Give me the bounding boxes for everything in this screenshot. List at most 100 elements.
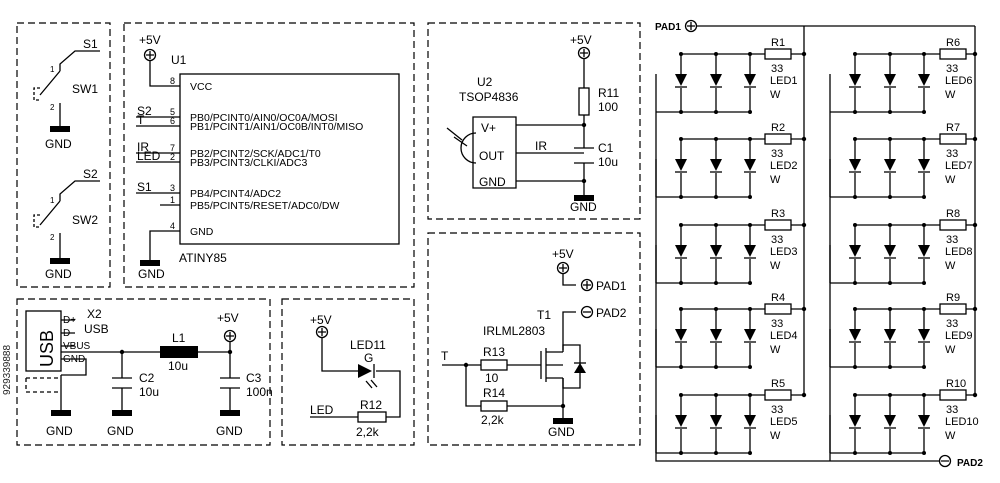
led-junction <box>679 137 683 141</box>
led-symbol <box>744 159 756 171</box>
led-junction <box>922 137 926 141</box>
sw1-pin1: 1 <box>50 65 55 74</box>
led-junction <box>853 281 857 285</box>
led-resistor <box>764 389 792 401</box>
led-ref: LED6 <box>945 75 973 87</box>
led-resistor-value: 33 <box>771 148 783 160</box>
led-symbol <box>849 74 861 86</box>
led-resistor <box>939 303 967 315</box>
led-resistor-ref: R10 <box>946 378 966 390</box>
led-junction <box>679 451 683 455</box>
mcu-pin-number: 6 <box>170 116 175 126</box>
led-symbol <box>675 74 687 86</box>
mcu-block: +5V U1 ATINY85 GND <box>136 33 400 281</box>
led-junction <box>748 137 752 141</box>
r11-value: 100 <box>598 100 618 114</box>
led-resistor-ref: R6 <box>946 37 960 49</box>
sw1-gnd: GND <box>45 137 72 151</box>
led-ref: LED5 <box>770 416 798 428</box>
led-symbol <box>918 329 930 341</box>
driver-pad1: PAD1 <box>596 279 627 293</box>
led-junction <box>853 307 857 311</box>
ir-ref: U2 <box>477 75 493 89</box>
led-ref: LED1 <box>770 75 798 87</box>
mcu-pin-number: 5 <box>170 107 175 117</box>
led-junction <box>922 281 926 285</box>
led-resistor-value: 33 <box>946 148 958 160</box>
led-symbol <box>884 415 896 427</box>
led-resistor-value: 33 <box>771 63 783 75</box>
sw2-net: S2 <box>83 167 98 181</box>
r11-body <box>578 87 590 116</box>
r13-value: 10 <box>485 371 499 385</box>
led-junction <box>922 307 926 311</box>
switch-sw2: S2 SW2 1 2 GND <box>33 167 100 281</box>
led-junction <box>853 223 857 227</box>
led-junction <box>853 52 857 56</box>
led-junction <box>679 307 683 311</box>
usb-pin-dplus: D+ <box>63 315 76 326</box>
led-resistor <box>764 48 792 60</box>
led-junction <box>853 393 857 397</box>
mcu-ref: U1 <box>171 53 187 67</box>
led-junction <box>714 307 718 311</box>
led-junction <box>714 223 718 227</box>
led-row-wire <box>655 159 750 198</box>
ir-gnd-pin: GND <box>479 175 506 189</box>
mcu-body <box>179 73 400 245</box>
mcu-pin-number: 2 <box>170 152 175 162</box>
led-color: W <box>945 260 956 272</box>
mcu-pin-name: PB3/PCINT3/CLKI/ADC3 <box>190 157 307 169</box>
driver-frame <box>427 232 641 446</box>
usb-pin-vbus: VBUS <box>63 341 91 352</box>
usb-frame <box>16 298 271 446</box>
led-junction <box>748 223 752 227</box>
led-junction <box>888 365 892 369</box>
mcu-supply-symbol <box>143 48 157 62</box>
mcu-pin-name: PB2/PCINT2/SCK/ADC1/T0 <box>190 148 321 160</box>
usb-body <box>25 310 62 372</box>
driver-net: T <box>441 349 449 363</box>
led-junction <box>888 137 892 141</box>
led-color: W <box>945 344 956 356</box>
led-color: W <box>770 430 781 442</box>
led-junction <box>748 52 752 56</box>
led-ref: LED9 <box>945 330 973 342</box>
led-symbol <box>849 415 861 427</box>
usb-gnd-1: GND <box>46 424 73 438</box>
driver-gnd: GND <box>548 425 575 439</box>
led-junction <box>853 365 857 369</box>
led-junction <box>922 110 926 114</box>
usb-label: USB <box>37 330 57 367</box>
led-resistor <box>939 133 967 145</box>
led-junction <box>922 223 926 227</box>
led-symbol <box>675 415 687 427</box>
led-junction <box>922 195 926 199</box>
led-junction <box>748 307 752 311</box>
indicator-frame <box>281 298 415 446</box>
led-ref: LED4 <box>770 330 798 342</box>
usb-ref: X2 <box>87 307 102 321</box>
led-row-wire <box>829 159 924 198</box>
led-symbol <box>849 159 861 171</box>
mcu-supply-label: +5V <box>139 33 161 47</box>
led-symbol <box>710 245 722 257</box>
c3-value: 100n <box>246 385 273 399</box>
led-color: W <box>770 89 781 101</box>
switch-sw1: S1 SW1 1 2 GND <box>33 37 100 151</box>
ir-part: TSOP4836 <box>459 90 519 104</box>
indicator-supply: +5V <box>310 313 332 327</box>
led-row-wire <box>655 74 750 113</box>
mcu-pin-number: 7 <box>170 143 175 153</box>
led-junction <box>679 281 683 285</box>
led-junction <box>853 451 857 455</box>
led-color: W <box>945 430 956 442</box>
sw1-net: S1 <box>83 37 98 51</box>
led-symbol <box>849 245 861 257</box>
led-symbol <box>918 245 930 257</box>
led-resistor-value: 33 <box>771 318 783 330</box>
led-ref: LED10 <box>945 416 979 428</box>
ir-supply: +5V <box>570 33 592 47</box>
c2-ref: C2 <box>139 371 155 385</box>
